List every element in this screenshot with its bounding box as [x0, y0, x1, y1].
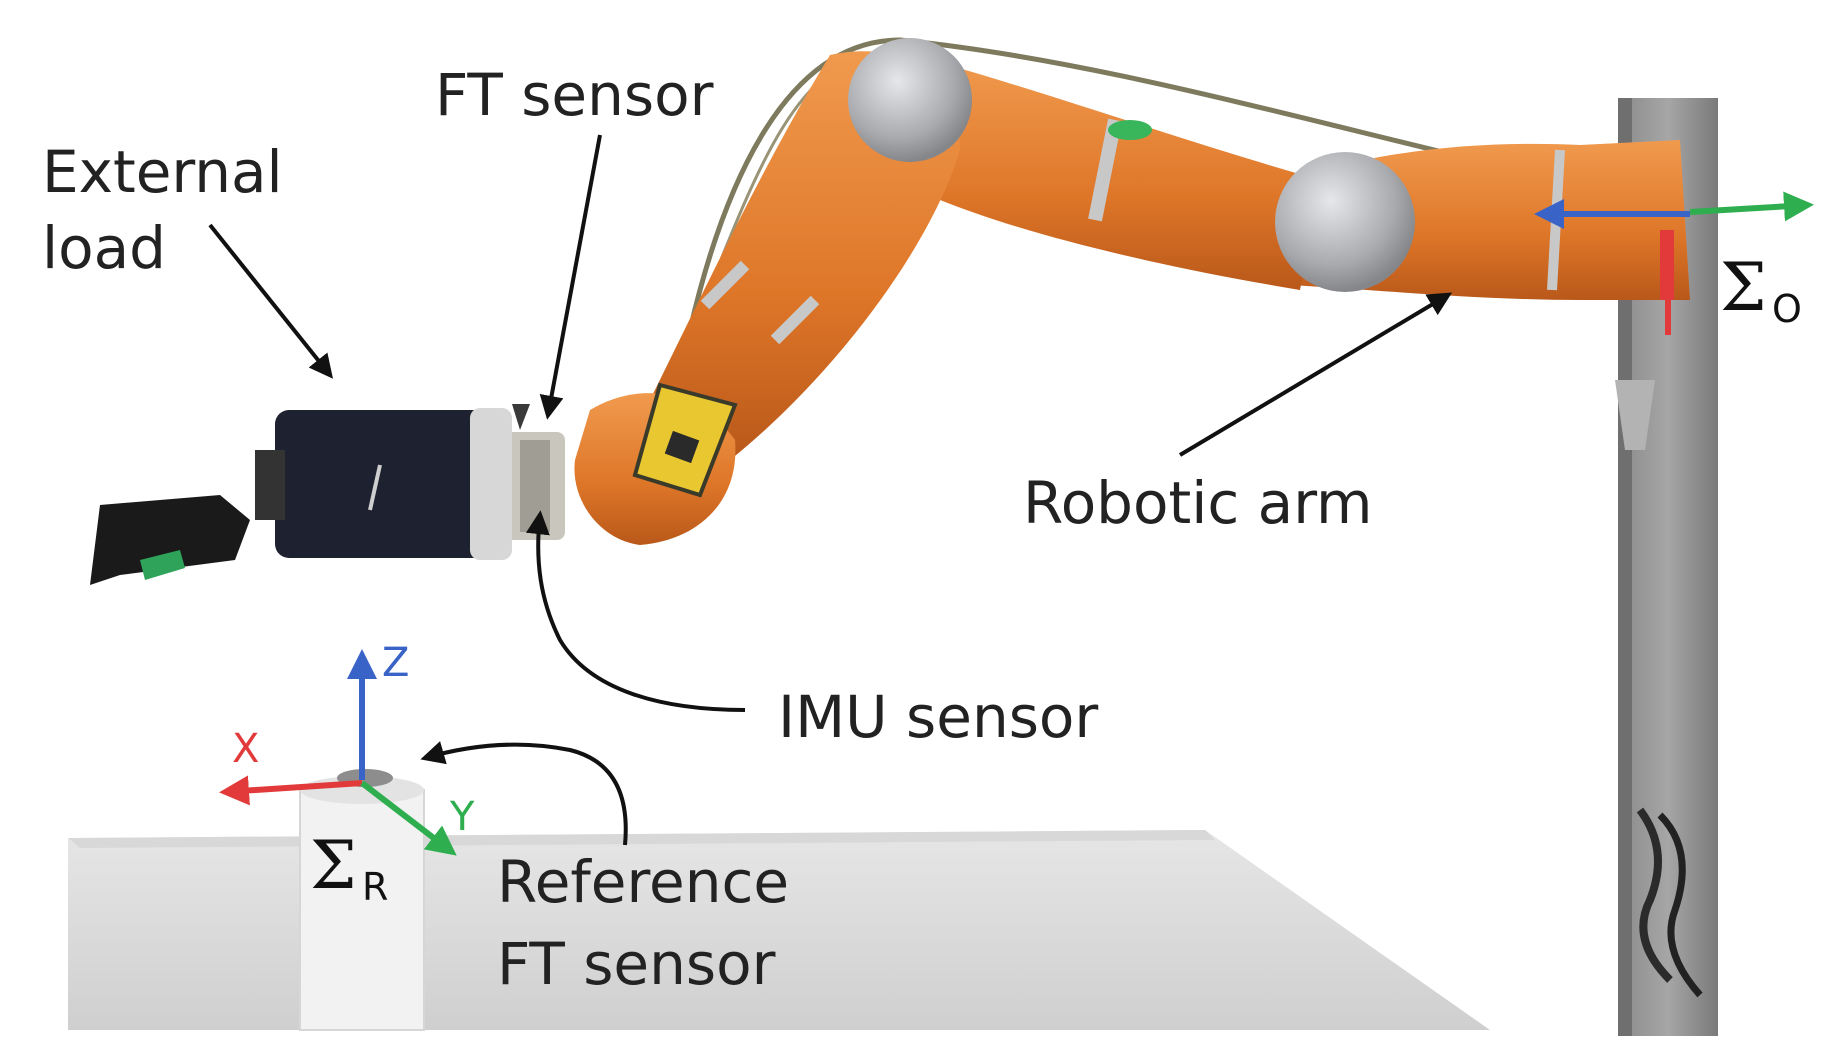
external-load-arrow	[208, 223, 333, 379]
reference-ft-label-line1: Reference	[497, 848, 789, 916]
reference-frame-subscript: R	[362, 865, 388, 909]
figure-labels: External load FT sensor IMU sensor Robot…	[42, 61, 1802, 998]
origin-frame-subscript: O	[1772, 287, 1802, 331]
y-axis-label: Y	[449, 794, 475, 840]
x-axis-label: X	[232, 726, 259, 772]
robotic-arm-label: Robotic arm	[1023, 469, 1373, 537]
z-axis-label: Z	[382, 640, 409, 686]
reference-ft-label-line2: FT sensor	[497, 930, 776, 998]
y-axis-arrow	[360, 780, 457, 856]
ft-sensor-arrow	[539, 134, 602, 420]
x-axis-arrow	[219, 775, 363, 806]
reference-frame-symbol: Σ	[310, 827, 357, 904]
gripper-external-load	[90, 408, 512, 585]
ft-sensor-label: FT sensor	[435, 61, 714, 129]
external-load-label-line1: External	[42, 138, 283, 206]
origin-frame-axes	[1534, 191, 1814, 335]
reference-ft-sensor	[299, 769, 425, 1031]
origin-frame-symbol: Σ	[1720, 249, 1767, 326]
reference-frame-axes: Z X Y	[219, 640, 475, 856]
robotic-arm-arrow	[1178, 292, 1453, 457]
imu-sensor-arrow	[525, 510, 746, 712]
imu-sensor-label: IMU sensor	[778, 683, 1098, 751]
ft-sensor-flange	[505, 404, 565, 540]
external-load-label-line2: load	[42, 214, 166, 282]
robotic-arm	[574, 37, 1690, 545]
annotation-arrows	[208, 134, 1453, 846]
reference-ft-arrow	[420, 741, 628, 846]
